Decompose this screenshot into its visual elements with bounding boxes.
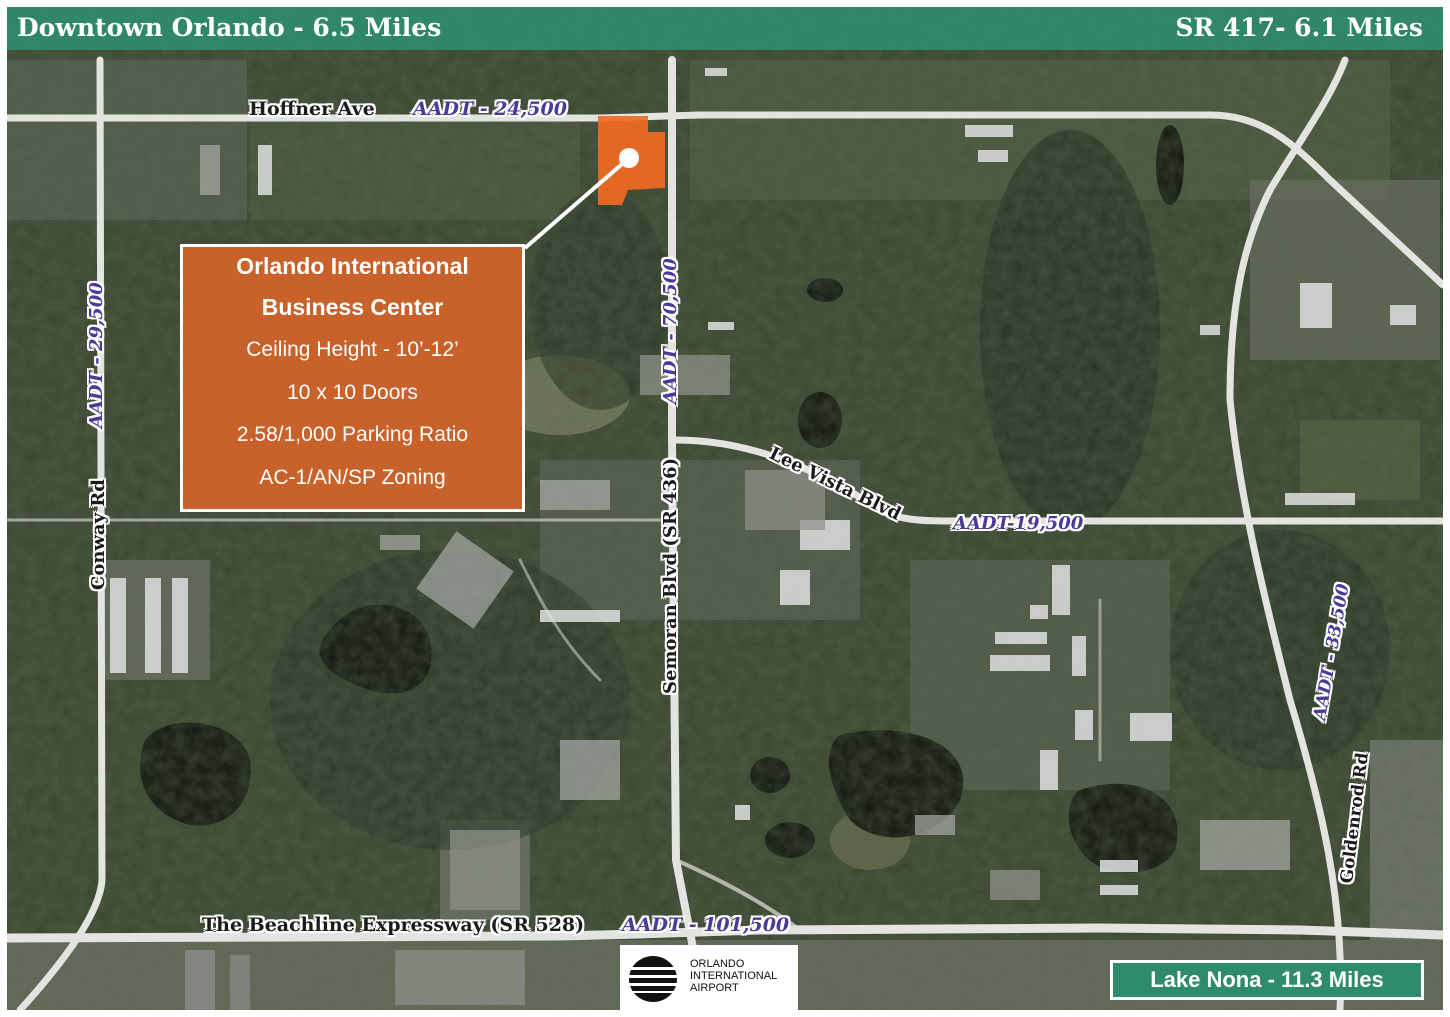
airport-logo-line2: INTERNATIONAL xyxy=(690,970,778,982)
zoning: AC-1/AN/SP Zoning xyxy=(259,465,446,489)
aerial-imagery xyxy=(7,7,1443,1010)
aadt-lee-vista: AADT-19,500 xyxy=(953,513,1084,534)
airport-logo-line3: AIRPORT xyxy=(690,982,739,994)
airport-logo: ORLANDO INTERNATIONAL AIRPORT xyxy=(620,945,798,1013)
callout-line xyxy=(523,156,631,250)
ceiling-height: Ceiling Height - 10’-12’ xyxy=(246,338,459,361)
aadt-beachline: AADT - 101,500 xyxy=(622,914,790,936)
aadt-conway: AADT - 29,500 xyxy=(86,282,107,428)
property-marker xyxy=(619,148,639,168)
road-label-semoran: Semoran Blvd (SR 436) xyxy=(660,457,681,694)
aadt-semoran: AADT - 70,500 xyxy=(660,258,681,404)
property-title-line1: Orlando International xyxy=(236,253,469,279)
property-info-box: Orlando International Business Center Ce… xyxy=(180,244,525,512)
parking-ratio: 2.58/1,000 Parking Ratio xyxy=(236,423,469,446)
airport-logo-line1: ORLANDO xyxy=(690,958,745,970)
road-label-hoffner: Hoffner Ave xyxy=(249,98,375,120)
aerial-map xyxy=(7,7,1443,1010)
airport-logo-icon xyxy=(628,956,680,1002)
downtown-distance: Downtown Orlando - 6.5 Miles xyxy=(17,13,442,42)
door-size: 10 x 10 Doors xyxy=(287,380,418,404)
road-label-beachline: The Beachline Expressway (SR 528) xyxy=(202,914,585,936)
sr417-distance: SR 417- 6.1 Miles xyxy=(1175,13,1423,42)
aadt-hoffner: AADT - 24,500 xyxy=(413,98,567,120)
top-banner: Downtown Orlando - 6.5 Miles SR 417- 6.1… xyxy=(7,7,1443,50)
property-title-line2: Business Center xyxy=(261,294,444,320)
lake-nona-distance: Lake Nona - 11.3 Miles xyxy=(1110,960,1424,1000)
road-label-conway: Conway Rd xyxy=(88,479,109,590)
